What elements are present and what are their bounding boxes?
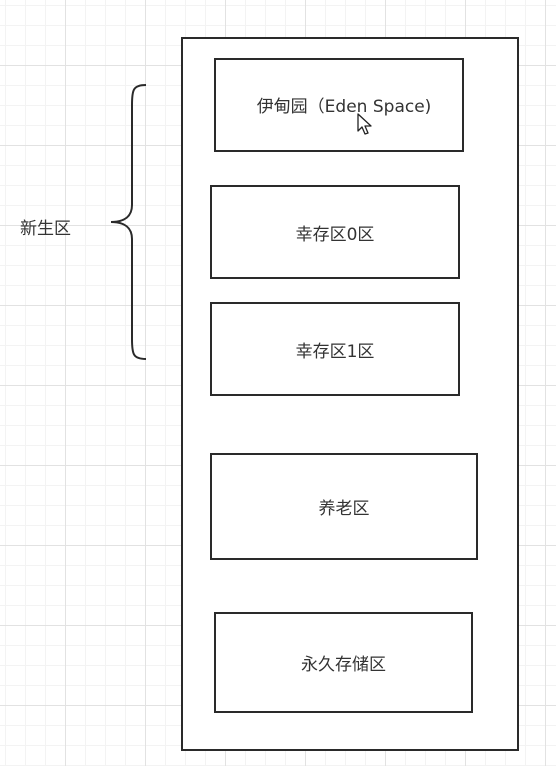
- survivor-1-label: 幸存区1区: [295, 341, 375, 362]
- survivor-0-box: 幸存区0区: [210, 185, 460, 279]
- permanent-generation-box: 永久存储区: [214, 612, 473, 713]
- eden-space-box: 伊甸园（Eden Space): [214, 58, 464, 152]
- old-generation-label: 养老区: [318, 499, 370, 519]
- eden-space-label: 伊甸园（Eden Space): [256, 96, 432, 117]
- permanent-generation-label: 永久存储区: [301, 655, 386, 675]
- curly-brace-icon: [110, 84, 147, 360]
- survivor-0-label: 幸存区0区: [295, 224, 375, 245]
- young-generation-label: 新生区: [20, 219, 71, 239]
- mouse-cursor-icon: [357, 113, 372, 135]
- old-generation-box: 养老区: [210, 453, 478, 560]
- survivor-1-box: 幸存区1区: [210, 302, 460, 396]
